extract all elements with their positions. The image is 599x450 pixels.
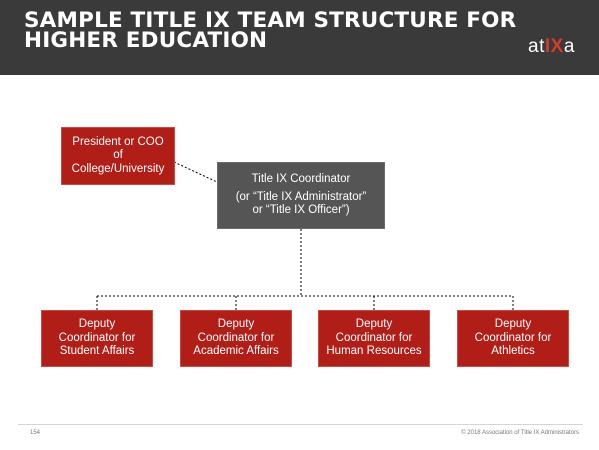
atixa-logo: atIXa [528, 35, 576, 59]
slide-title: SAMPLE TITLE IX TEAM STRUCTURE FOR HIGHE… [24, 8, 524, 53]
president-line-2: of [113, 149, 123, 162]
slide-header: SAMPLE TITLE IX TEAM STRUCTURE FOR HIGHE… [0, 0, 599, 75]
deputy-box-academic-affairs: Deputy Coordinator for Academic Affairs [180, 310, 292, 367]
deputy-3-line-1: Deputy [355, 318, 393, 331]
coordinator-line-1: Title IX Coordinator [251, 173, 351, 186]
coordinator-box: Title IX Coordinator (or “Title IX Admin… [217, 162, 385, 229]
deputy-1-line-1: Deputy [78, 318, 116, 331]
deputy-2-line-2: Coordinator for [197, 331, 275, 344]
deputy-2-line-3: Academic Affairs [193, 345, 279, 358]
logo-right: a [563, 36, 575, 57]
deputy-1-line-2: Coordinator for [58, 331, 136, 344]
coordinator-line-3: or “Title IX Officer”) [252, 204, 350, 217]
president-to-coordinator-line [173, 161, 218, 183]
logo-left: at [528, 36, 545, 57]
deputy-3-line-2: Coordinator for [335, 331, 413, 344]
slide-title-line-2: HIGHER EDUCATION [24, 28, 268, 53]
president-line-3: College/University [71, 162, 165, 175]
deputy-1-line-3: Student Affairs [59, 345, 135, 358]
deputy-box-student-affairs: Deputy Coordinator for Student Affairs [41, 310, 153, 367]
deputy-3-line-3: Human Resources [326, 345, 422, 358]
slide-title-line-1: SAMPLE TITLE IX TEAM STRUCTURE FOR [24, 8, 517, 33]
page-number: 154 [30, 430, 41, 436]
deputy-4-line-2: Coordinator for [474, 331, 552, 344]
deputy-4-line-3: Athletics [491, 345, 535, 358]
copyright-notice: © 2018 Association of Title IX Administr… [461, 430, 579, 436]
deputy-box-human-resources: Deputy Coordinator for Human Resources [318, 310, 430, 367]
logo-mid: IX [544, 36, 564, 57]
deputy-box-athletics: Deputy Coordinator for Athletics [457, 310, 569, 367]
president-line-1: President or COO [72, 135, 164, 148]
deputy-2-line-1: Deputy [217, 318, 255, 331]
deputy-4-line-1: Deputy [494, 318, 532, 331]
coordinator-line-2: (or “Title IX Administrator” [235, 190, 367, 203]
president-box: President or COO of College/University [61, 127, 175, 185]
footer-divider [18, 424, 583, 425]
